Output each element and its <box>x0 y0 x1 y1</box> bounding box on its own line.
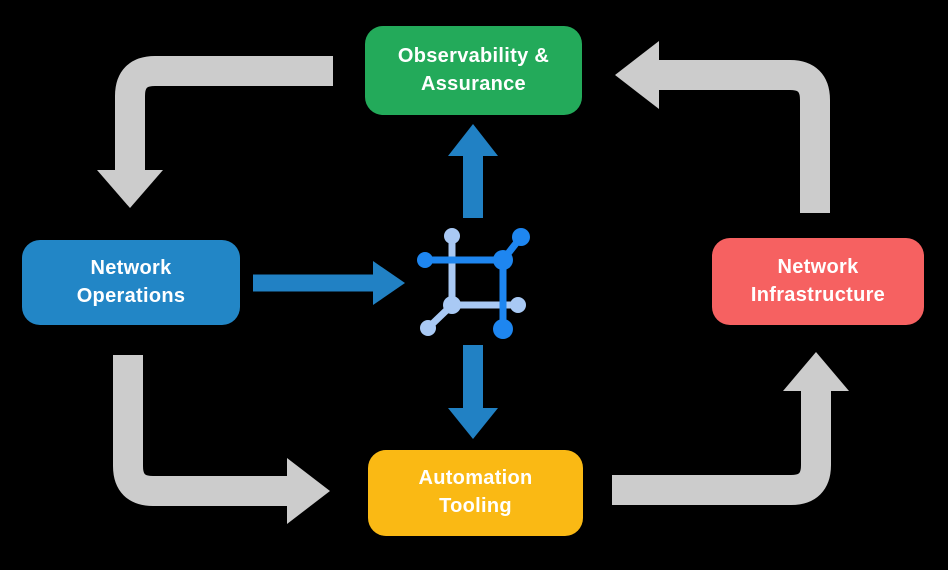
node-label: Network Infrastructure <box>750 255 886 306</box>
cycle-arrow-top-left <box>97 56 333 208</box>
node-network-operations: Network Operations <box>22 240 240 325</box>
flow-arrow-center-to-automation <box>448 345 498 439</box>
arrow-shaft <box>612 390 831 505</box>
node-label: Observability & Assurance <box>397 44 550 95</box>
network-grid-icon-light-half <box>420 228 526 336</box>
flow-arrow-center-to-observability <box>448 124 498 218</box>
arrow-head <box>373 261 405 305</box>
cycle-arrow-top-right <box>615 41 830 213</box>
arrow-head <box>448 408 498 439</box>
cycle-arrow-bottom-right <box>612 352 849 505</box>
flow-arrow-operations-to-center <box>253 261 405 305</box>
cycle-arrow-bottom-left <box>113 355 330 524</box>
arrow-head <box>287 458 330 524</box>
arrow-shaft <box>113 355 288 506</box>
node-network-infrastructure: Network Infrastructure <box>712 238 924 325</box>
node-automation-tooling: Automation Tooling <box>368 450 583 536</box>
node-observability-assurance: Observability & Assurance <box>365 26 582 115</box>
arrow-head <box>448 124 498 156</box>
arrow-shaft <box>658 60 830 213</box>
network-grid-icon-bright-half <box>417 228 530 339</box>
arrow-shaft <box>115 56 333 171</box>
node-label: Network Operations <box>76 256 186 307</box>
network-grid-icon <box>417 228 530 339</box>
node-label: Automation Tooling <box>418 467 533 517</box>
arrow-head <box>615 41 659 109</box>
arrow-head <box>783 352 849 391</box>
arrow-head <box>97 170 163 208</box>
